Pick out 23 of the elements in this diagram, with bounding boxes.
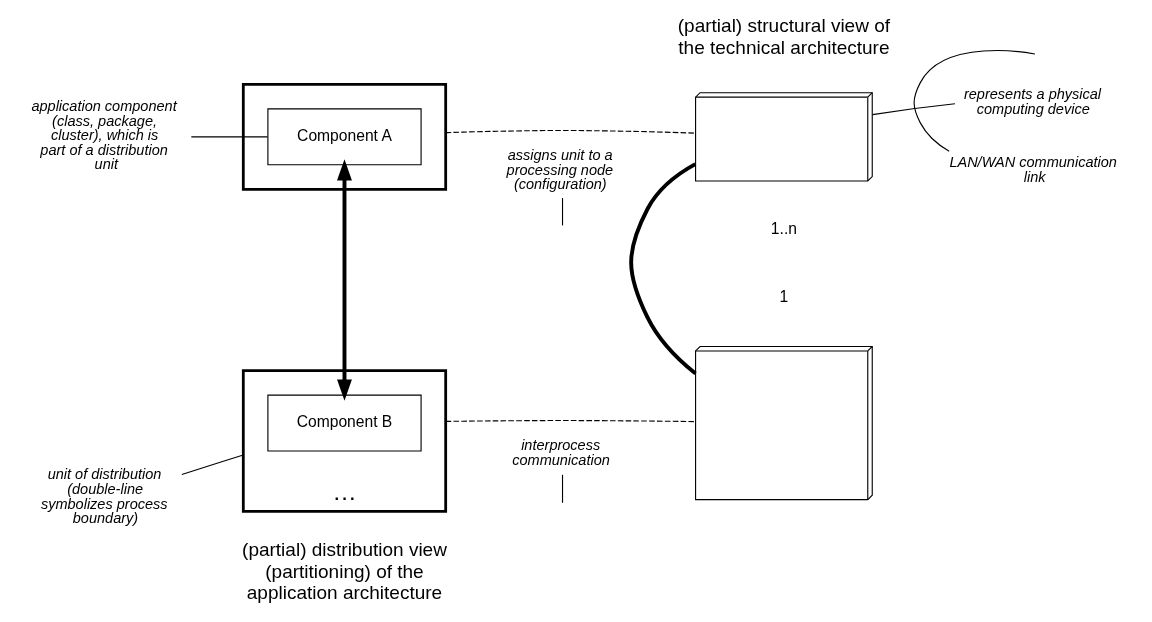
node-box: Component B	[266, 394, 422, 452]
connector	[190, 136, 268, 138]
label: (partial) structural view of the technical architecture	[677, 15, 890, 58]
node-text: LAN/WAN communication link	[948, 154, 1117, 186]
connector	[871, 103, 955, 116]
arrow	[336, 159, 352, 401]
node-text: application component (class, package, cluster), which is part of a distribution unit	[30, 98, 177, 173]
label: (partial) distribution view (partitioning) of the application architecture	[241, 539, 447, 603]
node-text: assigns unit to a processing node (configuration)	[506, 147, 613, 193]
label: 1..n	[770, 219, 797, 237]
node-text: represents a physical computing device	[963, 86, 1101, 117]
node-text: unit of distribution (double-line symbolizes process boundary)	[40, 466, 168, 527]
connector	[444, 129, 696, 134]
connector	[913, 50, 1035, 152]
label: 1	[779, 288, 788, 305]
connector	[561, 474, 563, 504]
connector	[628, 162, 697, 376]
cluster	[241, 82, 447, 191]
node-box: Component A	[266, 108, 422, 166]
connector	[444, 420, 696, 423]
connector	[180, 454, 244, 476]
node-text: interprocess communication	[511, 437, 610, 468]
connector	[561, 197, 563, 226]
